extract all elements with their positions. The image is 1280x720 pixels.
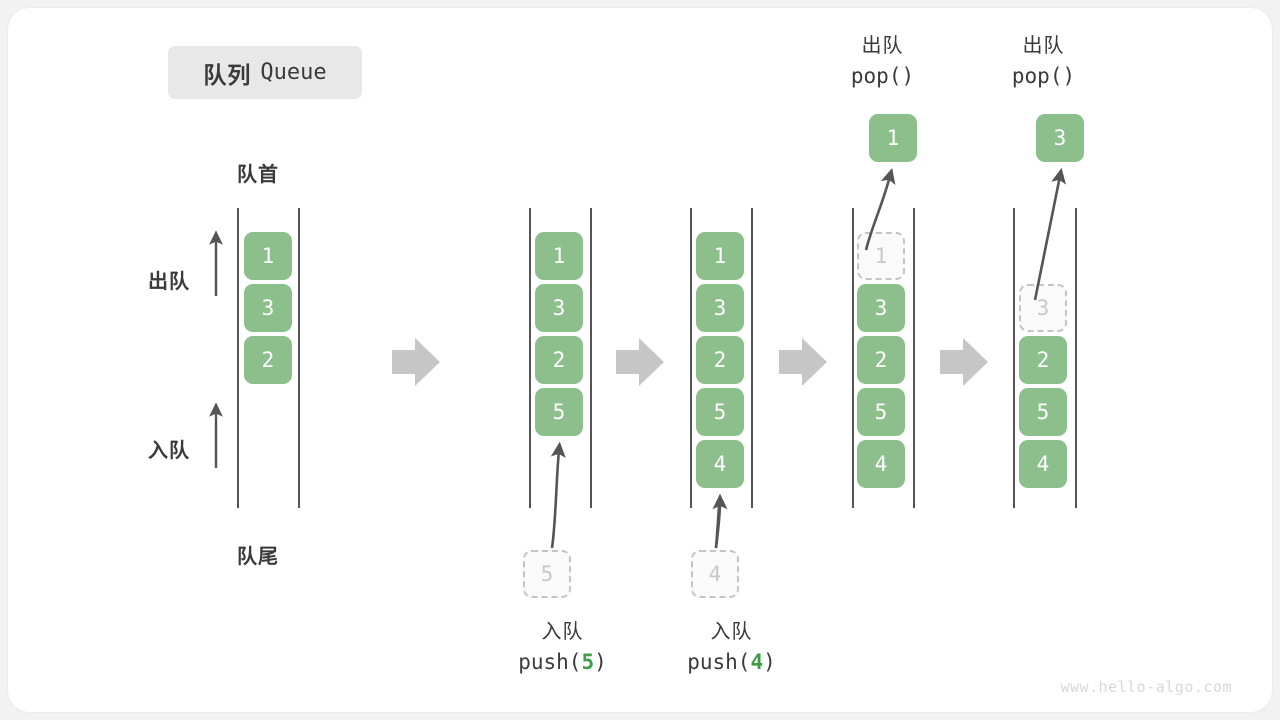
rail-left-col-5 <box>1013 208 1015 508</box>
queue-cell: 1 <box>244 232 292 280</box>
queue-cell: 3 <box>535 284 583 332</box>
rail-right-col-1 <box>298 208 300 508</box>
code-prefix: push( <box>687 650 751 674</box>
queue-cell: 3 <box>696 284 744 332</box>
figure-title-cn: 队列 <box>203 61 252 88</box>
queue-cell: 2 <box>696 336 744 384</box>
label-front: 队首 <box>237 164 279 186</box>
op-label-pop-1: 出队 pop() <box>765 32 1000 91</box>
label-rear: 队尾 <box>237 546 279 568</box>
op-label-push-4-code: push(4) <box>614 647 849 677</box>
code-num: 5 <box>581 650 595 674</box>
queue-cell: 1 <box>696 232 744 280</box>
figure-title-badge: 队列 Queue <box>168 46 362 99</box>
op-label-push-4-cn: 入队 <box>710 621 753 643</box>
queue-cell: 2 <box>857 336 905 384</box>
rail-right-col-5 <box>1075 208 1077 508</box>
queue-cell: 2 <box>535 336 583 384</box>
op-label-push-5: 入队 push(5) <box>445 618 680 677</box>
op-label-push-4: 入队 push(4) <box>614 618 849 677</box>
op-label-pop-3-code: pop() <box>1011 64 1076 88</box>
rail-left-col-2 <box>529 208 531 508</box>
op-label-pop-3-cn: 出队 <box>1022 35 1065 57</box>
queue-cell: 5 <box>1019 388 1067 436</box>
queue-cell: 5 <box>857 388 905 436</box>
label-dequeue: 出队 <box>148 271 190 293</box>
op-label-pop-3: 出队 pop() <box>926 32 1161 91</box>
incoming-cell-5: 5 <box>523 550 571 598</box>
queue-cell-ghost: 1 <box>857 232 905 280</box>
code-suffix: ) <box>594 650 607 674</box>
rail-left-col-3 <box>690 208 692 508</box>
queue-cell: 4 <box>1019 440 1067 488</box>
figure-title-en: Queue <box>260 60 327 85</box>
op-label-pop-1-code: pop() <box>850 64 915 88</box>
op-label-push-5-code: push(5) <box>445 647 680 677</box>
queue-cell: 1 <box>535 232 583 280</box>
rail-right-col-2 <box>590 208 592 508</box>
watermark: www.hello-algo.com <box>1060 678 1232 696</box>
op-label-push-5-cn: 入队 <box>541 621 584 643</box>
incoming-cell-4: 4 <box>691 550 739 598</box>
code-prefix: push( <box>518 650 582 674</box>
figure-card <box>8 8 1272 712</box>
queue-cell: 4 <box>857 440 905 488</box>
label-enqueue: 入队 <box>148 440 190 462</box>
queue-cell: 3 <box>857 284 905 332</box>
queue-cell: 2 <box>244 336 292 384</box>
rail-left-col-4 <box>852 208 854 508</box>
queue-cell: 2 <box>1019 336 1067 384</box>
queue-cell: 5 <box>535 388 583 436</box>
popped-cell-3: 3 <box>1036 114 1084 162</box>
popped-cell-1: 1 <box>869 114 917 162</box>
queue-cell: 5 <box>696 388 744 436</box>
queue-cell-ghost: 3 <box>1019 284 1067 332</box>
code-num: 4 <box>750 650 764 674</box>
rail-right-col-3 <box>751 208 753 508</box>
op-label-pop-1-cn: 出队 <box>861 35 904 57</box>
rail-right-col-4 <box>913 208 915 508</box>
queue-cell: 4 <box>696 440 744 488</box>
code-suffix: ) <box>763 650 776 674</box>
queue-cell: 3 <box>244 284 292 332</box>
rail-left-col-1 <box>237 208 239 508</box>
